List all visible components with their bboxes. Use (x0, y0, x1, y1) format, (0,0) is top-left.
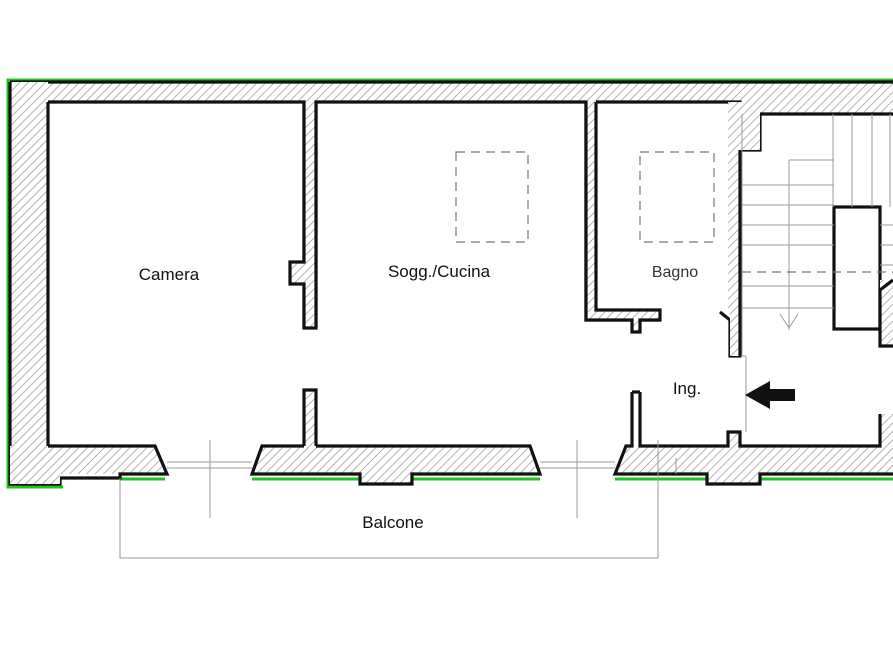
wall-bottom (10, 390, 893, 486)
room-label-soggiorno: Sogg./Cucina (388, 262, 491, 281)
room-label-bagno: Bagno (652, 264, 698, 281)
wall-partition-bagno (584, 102, 740, 356)
room-label-camera: Camera (139, 265, 200, 284)
skylight-bagno (639, 151, 715, 243)
window-camera (167, 440, 252, 518)
skylight-soggiorno (455, 151, 529, 243)
wall-stair (738, 102, 893, 356)
staircase (741, 114, 893, 432)
wall-left (8, 82, 62, 486)
wall-partition-camera (288, 102, 318, 446)
room-label-balcone: Balcone (362, 513, 423, 532)
balcony-outline (119, 440, 677, 559)
arrow-left-icon (745, 381, 795, 409)
room-label-ingresso: Ing. (673, 379, 701, 398)
property-outline (6, 78, 893, 489)
window-soggiorno (540, 440, 615, 518)
